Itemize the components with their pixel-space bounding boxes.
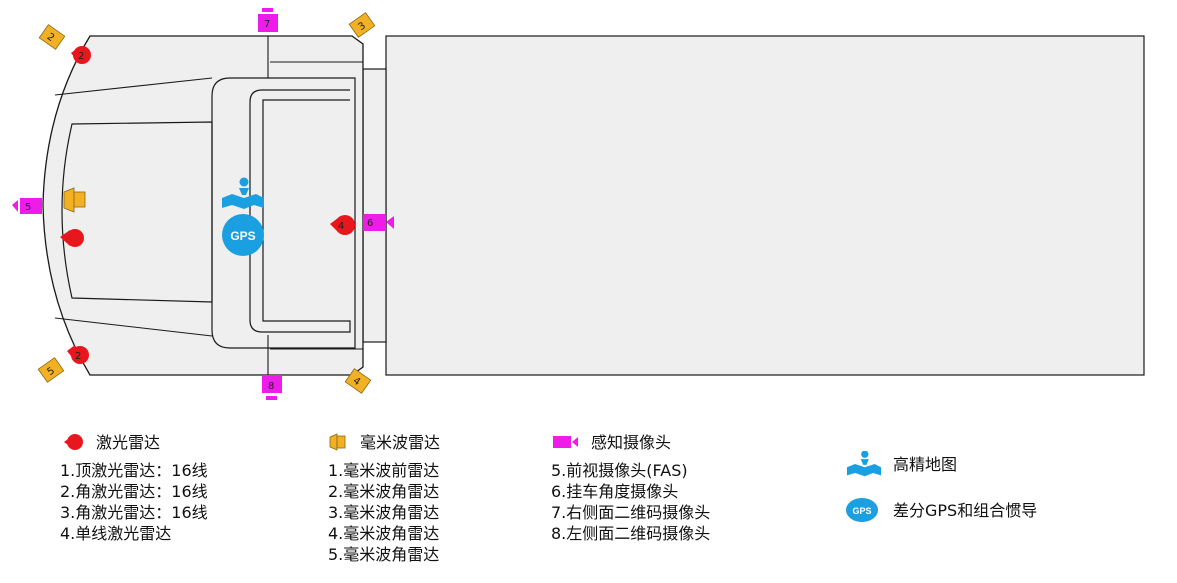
- legend-hd-map-head: 高精地图: [845, 451, 958, 477]
- radar-3-marker: 3: [348, 12, 376, 38]
- cab-line-bottom: [54, 317, 213, 337]
- lidar-1-marker: [60, 229, 84, 247]
- legend-radar-title: 毫米波雷达: [360, 432, 441, 452]
- lidar-2-top-marker: 2: [71, 46, 91, 64]
- legend-radar-item: 1.毫米波前雷达: [328, 461, 440, 480]
- legend-lidar: 激光雷达 1.顶激光雷达：16线 2.角激光雷达：16线 3.角激光雷达：16线…: [60, 430, 208, 544]
- legend-lidar-item: 1.顶激光雷达：16线: [60, 461, 208, 480]
- gps-icon: GPS: [846, 498, 878, 522]
- legend-camera-title: 感知摄像头: [591, 432, 672, 452]
- legend-gps-head: GPS 差分GPS和组合惯导: [845, 498, 1037, 522]
- legend-hd-map: 高精地图: [845, 451, 958, 482]
- camera-7-marker: 7: [258, 8, 278, 32]
- hd-map-marker: [222, 177, 264, 209]
- legend-camera-item: 6.挂车角度摄像头: [551, 482, 679, 501]
- legend-radar-item: 4.毫米波角雷达: [328, 524, 440, 543]
- legend-camera-item: 8.左侧面二维码摄像头: [551, 524, 711, 543]
- radar-5-marker: 5: [37, 357, 65, 383]
- legend-radar-item: 3.毫米波角雷达: [328, 503, 440, 522]
- cab-stripes-top: [267, 36, 363, 78]
- lidar-2-bottom-marker: 2: [67, 345, 89, 364]
- legend-radar-list: 1.毫米波前雷达 2.毫米波角雷达 3.毫米波角雷达 4.毫米波角雷达 5.毫米…: [328, 460, 440, 565]
- radar-3-label: 3: [356, 20, 368, 33]
- radar-icon: [329, 433, 346, 451]
- lidar-4-label: 4: [338, 221, 344, 232]
- camera-7-label: 7: [264, 19, 270, 30]
- lidar-4-marker: 4: [330, 215, 355, 235]
- legend-hd-map-title: 高精地图: [893, 454, 958, 474]
- legend-lidar-item: 2.角激光雷达：16线: [60, 482, 208, 501]
- gps-icon-badge: GPS: [852, 506, 871, 516]
- legend-lidar-item: 4.单线激光雷达: [60, 524, 172, 543]
- cab-line-top: [54, 77, 213, 96]
- gps-marker: GPS: [222, 214, 264, 256]
- gps-marker-label: GPS: [230, 229, 255, 243]
- legend-lidar-title: 激光雷达: [96, 432, 161, 452]
- cab-partition-outer: [211, 77, 356, 349]
- camera-6-label: 6: [367, 218, 373, 229]
- camera-icon: [553, 436, 578, 448]
- cab-outer: [42, 35, 364, 376]
- cab-windshield: [61, 121, 213, 303]
- lidar-2-top-label: 2: [78, 51, 84, 62]
- radar-1-marker: [63, 187, 86, 213]
- lidar-2-bottom-label: 2: [75, 351, 81, 362]
- legend-camera-list: 5.前视摄像头(FAS) 6.挂车角度摄像头 7.右侧面二维码摄像头 8.左侧面…: [551, 460, 710, 544]
- lidar-icon: [64, 434, 83, 450]
- camera-8-marker: 8: [262, 375, 282, 400]
- camera-5-marker: 5: [12, 198, 42, 214]
- legend-gps-title: 差分GPS和组合惯导: [893, 500, 1038, 520]
- cab-partition-inner: [249, 89, 351, 333]
- legend-lidar-item: 3.角激光雷达：16线: [60, 503, 208, 522]
- radar-2-marker: 2: [38, 24, 66, 50]
- camera-6-marker: 6: [363, 214, 394, 231]
- camera-5-label: 5: [25, 202, 31, 213]
- cab-stripes-bottom: [267, 335, 363, 375]
- coupling: [362, 68, 387, 343]
- legend-lidar-head: 激光雷达: [60, 430, 208, 454]
- legend-camera-item: 5.前视摄像头(FAS): [551, 461, 688, 480]
- map-icon: [846, 451, 882, 477]
- camera-8-label: 8: [268, 381, 274, 392]
- legend-radar-head: 毫米波雷达: [328, 430, 440, 454]
- legend-camera: 感知摄像头 5.前视摄像头(FAS) 6.挂车角度摄像头 7.右侧面二维码摄像头…: [551, 430, 710, 544]
- radar-5-label: 5: [45, 365, 57, 378]
- legend-radar-item: 2.毫米波角雷达: [328, 482, 440, 501]
- trailer-body: [385, 35, 1145, 376]
- legend-camera-item: 7.右侧面二维码摄像头: [551, 503, 711, 522]
- legend-gps: GPS 差分GPS和组合惯导: [845, 498, 1037, 528]
- radar-4-label: 4: [351, 375, 363, 388]
- radar-4-marker: 4: [344, 368, 372, 394]
- legend-radar: 毫米波雷达 1.毫米波前雷达 2.毫米波角雷达 3.毫米波角雷达 4.毫米波角雷…: [328, 430, 440, 565]
- radar-2-label: 2: [45, 31, 57, 44]
- legend-camera-head: 感知摄像头: [551, 430, 710, 454]
- legend-radar-item: 5.毫米波角雷达: [328, 545, 440, 564]
- legend-lidar-list: 1.顶激光雷达：16线 2.角激光雷达：16线 3.角激光雷达：16线 4.单线…: [60, 460, 208, 544]
